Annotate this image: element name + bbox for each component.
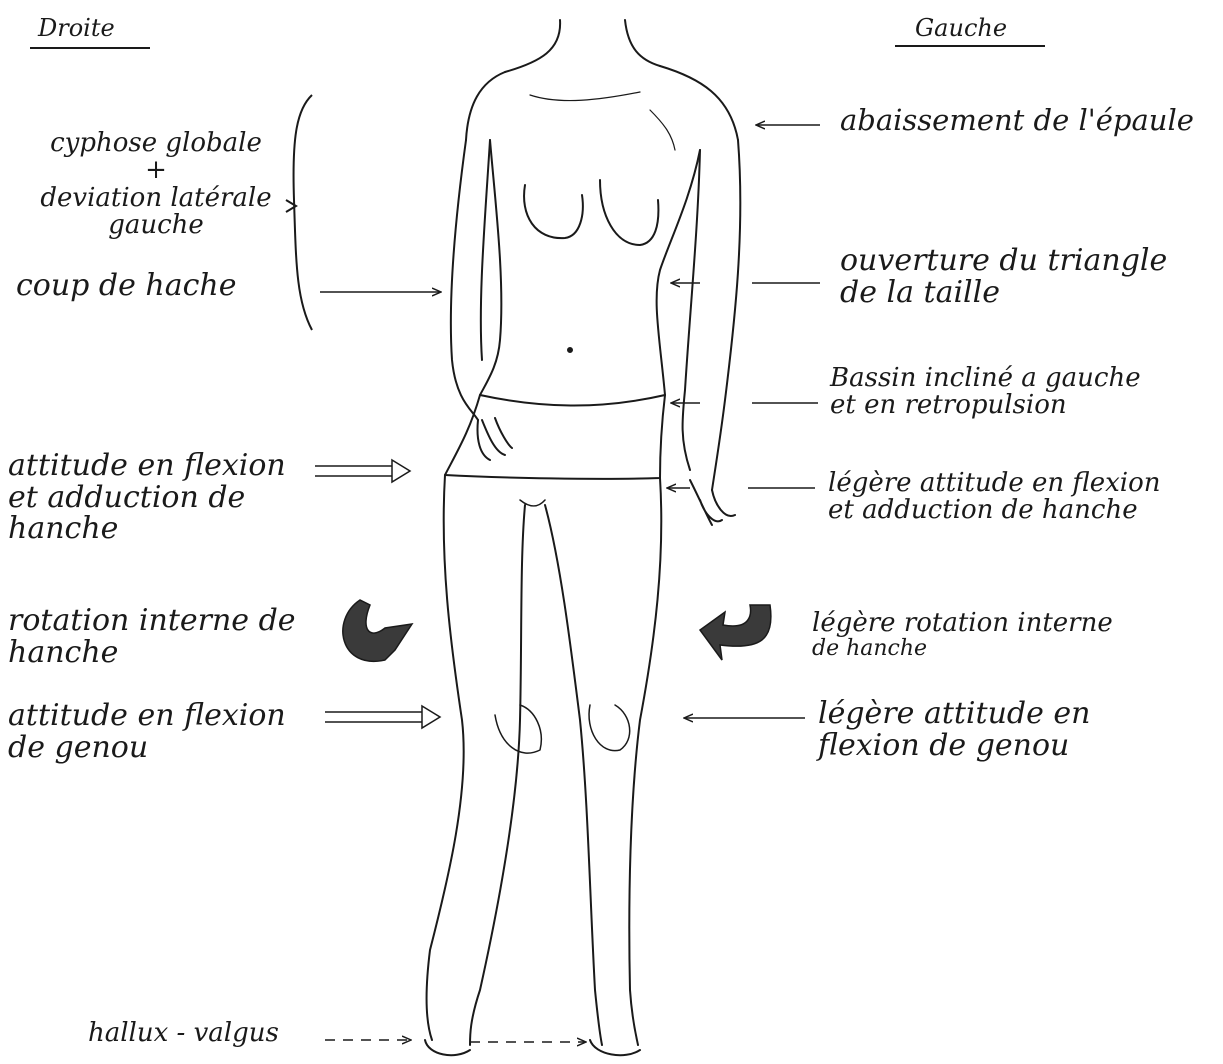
left-foot xyxy=(590,1040,640,1055)
double-arrow-flexion-genou xyxy=(325,706,440,728)
label-flexion-genou: attitude en flexion de genou xyxy=(8,700,286,763)
left-knee xyxy=(589,705,630,751)
double-arrow-flexion-adduction xyxy=(315,460,410,482)
label-rotation-interne-line2: hanche xyxy=(8,637,296,669)
label-flexion-adduction: attitude en flexion et adduction de hanc… xyxy=(8,450,286,545)
right-leg-outline xyxy=(426,475,525,1045)
label-rotation-legere-line1: légère rotation interne xyxy=(812,610,1113,637)
label-flexion-genou-line1: attitude en flexion xyxy=(8,700,286,732)
torso-right-side xyxy=(480,140,501,395)
label-bassin: Bassin incliné a gauche et en retropulsi… xyxy=(830,365,1141,420)
left-leg-outline xyxy=(545,478,661,1045)
label-triangle-line1: ouverture du triangle xyxy=(840,245,1167,277)
label-rotation-legere: légère rotation interne de hanche xyxy=(812,610,1113,660)
rotation-arrow-left-icon xyxy=(700,605,771,660)
label-flexion-adduction-line1: attitude en flexion xyxy=(8,450,286,482)
label-rotation-legere-line2: de hanche xyxy=(812,637,1113,660)
shoulder-outline xyxy=(466,66,738,140)
label-flexion-adduction-line2: et adduction de xyxy=(8,482,286,514)
label-flexion-genou-line2: de genou xyxy=(8,732,286,764)
right-hand xyxy=(478,418,513,460)
header-droite: Droite xyxy=(38,14,115,42)
breast-right xyxy=(524,185,583,238)
label-flexion-genou-legere-line2: flexion de genou xyxy=(818,730,1090,762)
label-epaule: abaissement de l'épaule xyxy=(840,105,1194,135)
bracket xyxy=(294,95,312,330)
rotation-arrow-right-icon xyxy=(343,600,412,661)
label-flexion-adduction-legere-line2: et adduction de hanche xyxy=(828,497,1161,524)
neck-outline xyxy=(505,20,660,72)
label-bassin-line2: et en retropulsion xyxy=(830,392,1141,419)
label-flexion-adduction-line3: hanche xyxy=(8,513,286,545)
label-rotation-interne: rotation interne de hanche xyxy=(8,605,296,668)
label-cyphose-block: cyphose globale + deviation latérale gau… xyxy=(22,130,290,239)
body-outline xyxy=(425,20,740,1055)
right-foot xyxy=(425,1040,470,1055)
label-flexion-genou-legere: légère attitude en flexion de genou xyxy=(818,698,1090,761)
label-cyphose-line1: cyphose globale xyxy=(22,130,290,157)
label-rotation-interne-line1: rotation interne de xyxy=(8,605,296,637)
label-flexion-adduction-legere-line1: légère attitude en flexion xyxy=(828,470,1161,497)
breast-left xyxy=(600,180,658,245)
header-gauche: Gauche xyxy=(915,14,1007,42)
label-flexion-adduction-legere: légère attitude en flexion et adduction … xyxy=(828,470,1161,525)
label-coup-de-hache: coup de hache xyxy=(16,270,237,302)
left-arm-outline xyxy=(683,140,741,490)
label-bassin-line1: Bassin incliné a gauche xyxy=(830,365,1141,392)
label-triangle-line2: de la taille xyxy=(840,277,1167,309)
label-hallux-valgus: hallux - valgus xyxy=(88,1020,279,1047)
label-triangle: ouverture du triangle de la taille xyxy=(840,245,1167,308)
right-arm-outline xyxy=(451,140,490,420)
label-cyphose-line3: deviation latérale xyxy=(22,185,290,212)
label-cyphose-line4: gauche xyxy=(22,212,290,239)
label-cyphose-line2: + xyxy=(22,157,290,184)
label-flexion-genou-legere-line1: légère attitude en xyxy=(818,698,1090,730)
